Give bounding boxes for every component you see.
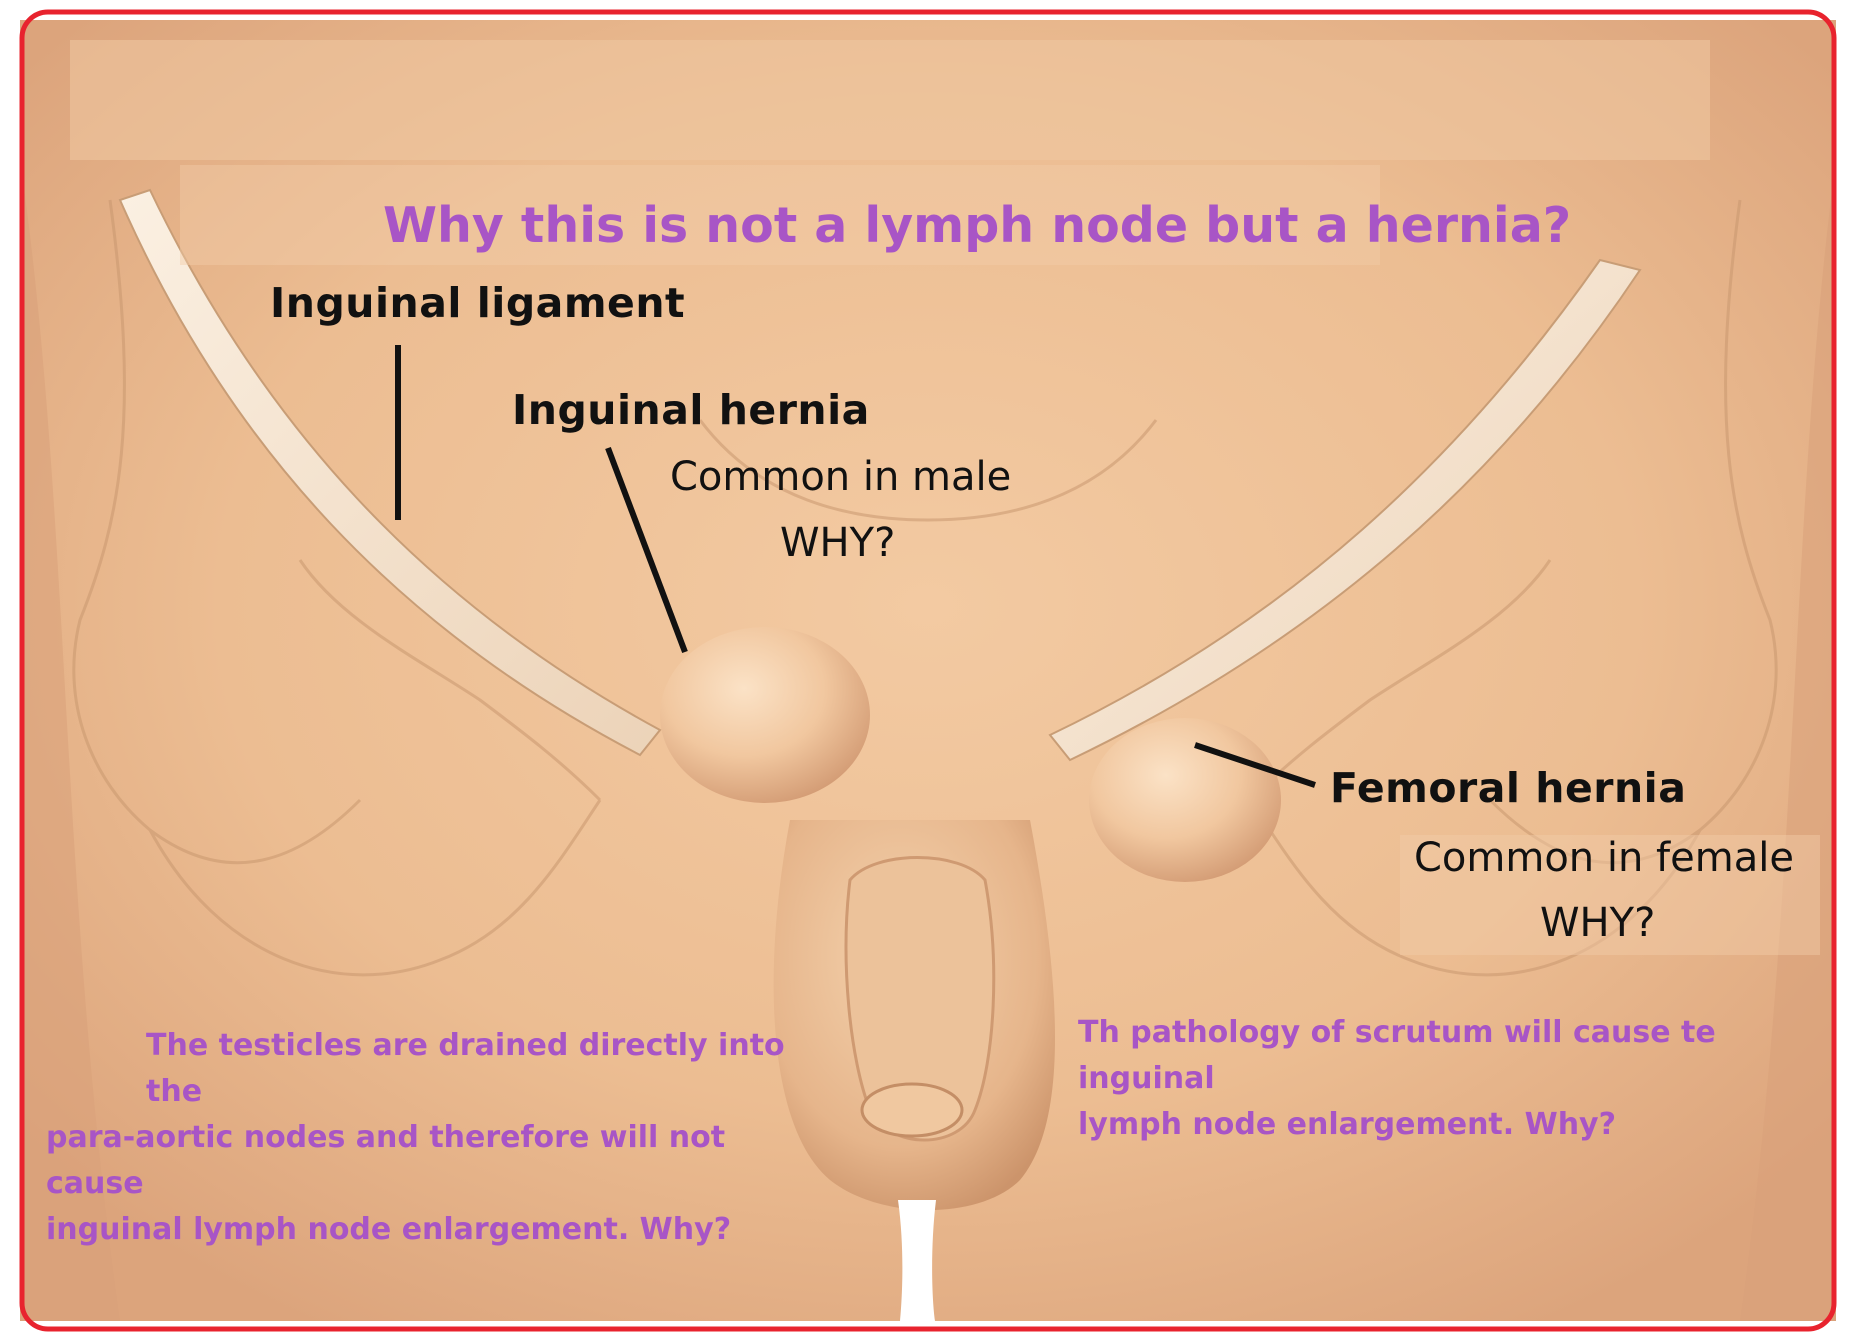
- thigh-gap: [898, 1200, 936, 1321]
- femoral-hernia-why: WHY?: [1540, 900, 1655, 946]
- testicle-question-line-1: The testicles are drained directly into …: [46, 1023, 826, 1115]
- femoral-hernia-label: Femoral hernia: [1330, 765, 1686, 812]
- inguinal-hernia-bulge: [660, 627, 870, 803]
- inguinal-hernia-why: WHY?: [780, 520, 895, 566]
- inguinal-ligament-label: Inguinal ligament: [270, 280, 685, 327]
- testicle-question-line-3: inguinal lymph node enlargement. Why?: [46, 1207, 826, 1253]
- testicle-question-line-2: para-aortic nodes and therefore will not…: [46, 1115, 826, 1207]
- page-title: Why this is not a lymph node but a herni…: [383, 198, 1571, 254]
- upper-abdomen-band: [70, 40, 1710, 160]
- scrotum-question-line-2: lymph node enlargement. Why?: [1078, 1102, 1838, 1148]
- scrotum-pathology-question: Th pathology of scrutum will cause te in…: [1078, 1010, 1838, 1148]
- scrotum-question-line-1: Th pathology of scrutum will cause te in…: [1078, 1010, 1838, 1102]
- femoral-hernia-bulge: [1089, 718, 1281, 882]
- inguinal-hernia-note: Common in male: [670, 454, 1011, 500]
- femoral-hernia-note: Common in female: [1414, 835, 1794, 881]
- glans: [862, 1084, 962, 1136]
- inguinal-hernia-label: Inguinal hernia: [512, 387, 870, 434]
- testicle-drainage-question: The testicles are drained directly into …: [46, 1023, 826, 1253]
